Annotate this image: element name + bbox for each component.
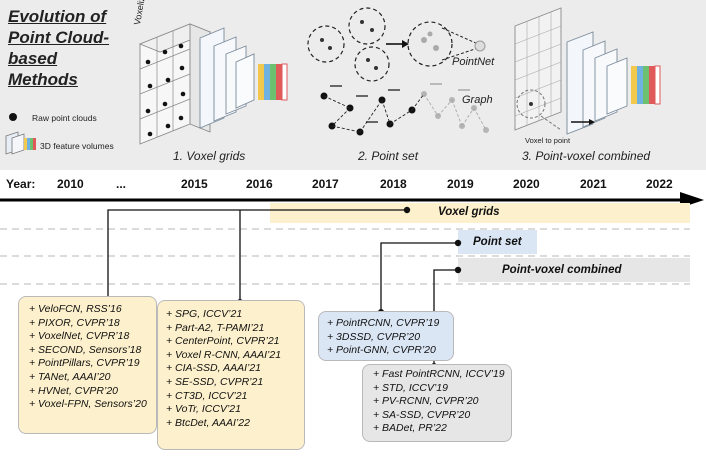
- title-line-2: Point Cloud-: [8, 28, 110, 47]
- method-item: + Voxel R-CNN, AAAI’21: [166, 348, 282, 361]
- point-caption: 2. Point set: [358, 149, 419, 163]
- method-item: + HVNet, CVPR’20: [29, 384, 118, 397]
- legend-raw-label: Raw point clouds: [32, 113, 97, 123]
- year-2019: 2019: [447, 177, 474, 191]
- method-item: + BtcDet, AAAI’22: [166, 416, 250, 429]
- method-item: + Point-GNN, CVPR’20: [327, 344, 436, 357]
- connector-voxel-early: [107, 209, 407, 300]
- year-2010: 2010: [57, 177, 84, 191]
- method-item: + 3DSSD, CVPR’20: [327, 330, 421, 343]
- method-item: + VeloFCN, RSS’16: [29, 303, 122, 315]
- method-item: + BADet, PR’22: [373, 422, 447, 435]
- year-2020: 2020: [513, 177, 540, 191]
- method-item: + CenterPoint, CVPR’21: [166, 335, 280, 348]
- method-item: + CT3D, ICCV’21: [166, 389, 248, 402]
- legend-icons: [5, 113, 36, 155]
- pv-caption: 3. Point-voxel combined: [522, 149, 651, 163]
- method-item: + SECOND, Sensors’18: [29, 343, 142, 356]
- voxel-band-label: Voxel grids: [438, 206, 500, 218]
- method-item: + PV-RCNN, CVPR’20: [373, 395, 479, 408]
- method-item: + SPG, ICCV’21: [166, 308, 243, 320]
- feature-volume-icon: [5, 131, 36, 155]
- year-2018: 2018: [380, 177, 407, 191]
- method-item: + SA-SSD, CVPR’20: [373, 408, 471, 421]
- method-item: + PointPillars, CVPR’19: [29, 357, 140, 370]
- year-label: Year:: [6, 177, 36, 191]
- method-item: + VoxelNet, CVPR’18: [29, 330, 130, 343]
- method-item: + Part-A2, T-PAMI’21: [166, 321, 265, 334]
- connector-point: [380, 242, 458, 312]
- method-item: + STD, ICCV’19: [373, 381, 448, 394]
- point-band-label: Point set: [473, 236, 522, 248]
- title-line-3: based: [8, 49, 58, 68]
- voxel-to-point-label: Voxel to point: [525, 136, 571, 145]
- legend-feature-label: 3D feature volumes: [40, 141, 114, 151]
- voxel-caption: 1. Voxel grids: [173, 149, 246, 163]
- method-item: + CIA-SSD, AAAI’21: [166, 362, 262, 375]
- pointnet-label: PointNet: [452, 56, 495, 68]
- method-item: + PointRCNN, CVPR’19: [327, 317, 440, 329]
- method-item: + Voxel-FPN, Sensors’20: [29, 398, 147, 411]
- method-item: + VoTr, ICCV’21: [166, 403, 241, 416]
- year-ellipsis: ...: [116, 177, 127, 191]
- year-2022: 2022: [646, 177, 673, 191]
- point-set-illustration: [307, 7, 489, 136]
- year-2016: 2016: [246, 177, 273, 191]
- figure-title: Evolution of Point Cloud- based Methods: [8, 6, 109, 90]
- voxel-grid-illustration: [138, 23, 288, 145]
- pv-band: [458, 258, 690, 282]
- point-voxel-illustration: [514, 7, 661, 135]
- point-box: + PointRCNN, CVPR’19 + 3DSSD, CVPR’20 + …: [318, 311, 454, 361]
- voxel-early-box: + VeloFCN, RSS’16 + PIXOR, CVPR’18 + Vox…: [18, 296, 157, 434]
- year-2021: 2021: [580, 177, 607, 191]
- voxel-late-box: + SPG, ICCV’21 + Part-A2, T-PAMI’21 + Ce…: [157, 300, 305, 450]
- graph-label: Graph: [462, 94, 493, 106]
- year-2015: 2015: [181, 177, 208, 191]
- title-line-4: Methods: [8, 70, 78, 89]
- voxel-band: [270, 203, 690, 223]
- title-line-1: Evolution of: [8, 7, 107, 26]
- year-2017: 2017: [312, 177, 339, 191]
- method-item: + Fast PointRCNN, ICCV’19: [373, 368, 505, 380]
- pv-band-label: Point-voxel combined: [502, 264, 622, 276]
- method-item: + SE-SSD, CVPR’21: [166, 375, 264, 388]
- point-band: [458, 230, 537, 254]
- pv-box: + Fast PointRCNN, ICCV’19 + STD, ICCV’19…: [362, 364, 512, 442]
- method-item: + PIXOR, CVPR’18: [29, 316, 120, 329]
- raw-point-icon: [9, 113, 17, 121]
- method-item: + TANet, AAAI’20: [29, 370, 111, 383]
